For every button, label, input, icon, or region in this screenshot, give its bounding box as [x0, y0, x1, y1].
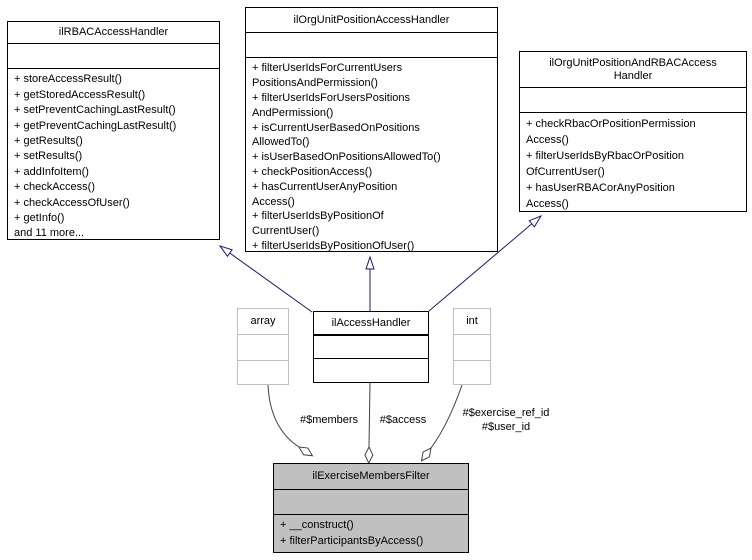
type-methods-array [238, 360, 288, 361]
type-box-int: int [453, 308, 491, 385]
inheritance-edge-to-orgrbac [428, 214, 543, 312]
type-box-array: array [237, 308, 289, 385]
class-title-ilorgunitpositionandrbacaccesshandler[interactable]: ilOrgUnitPositionAndRBACAccess Handler [549, 56, 717, 82]
edge-label-exercise-ref-id-user-id: #$exercise_ref_id #$user_id [462, 407, 550, 433]
class-attributes-ilrbacaccesshandler [8, 43, 219, 68]
class-methods-ilrbacaccesshandler: + storeAccessResult() + getStoredAccessR… [8, 68, 219, 239]
class-box-ilrbacaccesshandler[interactable]: ilRBACAccessHandler + storeAccessResult(… [7, 21, 220, 240]
class-methods-ilaccesshandler [314, 358, 428, 359]
class-box-ilorgunitpositionaccesshandler[interactable]: ilOrgUnitPositionAccessHandler + filterU… [245, 7, 498, 252]
class-attributes-ilorgunitpositionandrbacaccesshandler [520, 87, 746, 112]
type-attributes-int [454, 334, 490, 360]
class-methods-ilorgunitpositionandrbacaccesshandler: + checkRbacOrPositionPermission Access()… [520, 112, 746, 211]
type-attributes-array [238, 334, 288, 360]
type-title-int: int [466, 315, 478, 327]
aggregation-edge-members [267, 384, 299, 447]
class-title-ilaccesshandler[interactable]: ilAccessHandler [331, 316, 411, 329]
class-box-ilorgunitpositionandrbacaccesshandler[interactable]: ilOrgUnitPositionAndRBACAccess Handler +… [519, 51, 747, 212]
aggregation-edge-ids [431, 384, 463, 448]
class-title-ilorgunitpositionaccesshandler[interactable]: ilOrgUnitPositionAccessHandler [293, 13, 450, 26]
class-box-ilexercisemembersfilter: ilExerciseMembersFilter + __construct() … [273, 463, 469, 553]
type-title-array: array [250, 315, 276, 327]
class-box-ilaccesshandler[interactable]: ilAccessHandler [313, 311, 429, 383]
aggregation-edge-access [369, 382, 370, 447]
class-methods-ilexercisemembersfilter: + __construct() + filterParticipantsByAc… [274, 514, 468, 552]
type-methods-int [454, 360, 490, 361]
inheritance-edge-to-rbac [218, 245, 313, 313]
edge-label-members: #$members [299, 414, 359, 426]
class-title-ilexercisemembersfilter: ilExerciseMembersFilter [312, 470, 430, 482]
edge-label-access: #$access [379, 414, 427, 426]
class-title-ilrbacaccesshandler[interactable]: ilRBACAccessHandler [58, 26, 169, 39]
class-attributes-ilaccesshandler [314, 334, 428, 358]
class-methods-ilorgunitpositionaccesshandler: + filterUserIdsForCurrentUsers Positions… [246, 57, 497, 251]
class-attributes-ilexercisemembersfilter [274, 489, 468, 514]
class-attributes-ilorgunitpositionaccesshandler [246, 32, 497, 57]
